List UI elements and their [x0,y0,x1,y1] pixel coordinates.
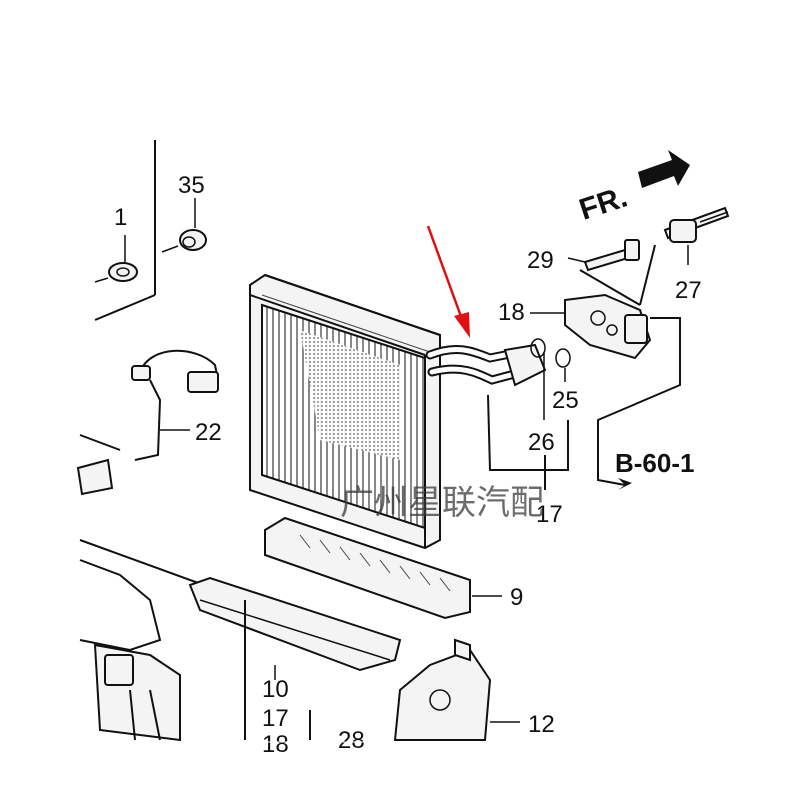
reference-b-60-1: B-60-1 [615,448,694,490]
callout-18b: 18 [262,731,289,758]
housing-lower [79,559,311,742]
callout-26: 26 [528,429,555,456]
frame-lines [79,140,246,601]
callout-25: 25 [552,387,579,414]
callout-10: 10 [262,676,289,703]
filter-cover-part-10 [188,576,402,680]
callout-27: 27 [675,277,702,304]
callout-22: 22 [195,419,222,446]
o-rings-part-25 [530,338,571,420]
red-indicator-arrow [426,225,470,338]
bolt-part-29 [567,239,641,306]
evaporator-core [249,273,441,550]
pressure-switch-part-27 [639,206,730,306]
leader-lines [487,317,681,490]
callout-28: 28 [338,727,365,754]
refrigerant-pipes [425,343,547,387]
nut-part-1 [94,235,138,283]
fr-label: FR. [575,180,631,226]
air-filter-part-9 [264,516,502,620]
callout-29: 29 [527,247,554,274]
callout-17: 17 [536,501,563,528]
grommet-part-35 [161,198,207,253]
front-direction-indicator: FR. [575,150,690,227]
callout-35: 35 [178,172,205,199]
reference-label: B-60-1 [615,448,694,478]
callout-18: 18 [498,299,525,326]
callout-17b: 17 [262,705,289,732]
callout-1: 1 [114,204,127,231]
callout-9: 9 [510,584,523,611]
watermark-text: 广州星联汽配 [340,483,544,523]
expansion-valve-part-18 [530,293,652,360]
actuator-part-12 [393,638,520,741]
sensor-harness-part-22 [76,349,219,496]
callout-12: 12 [528,711,555,738]
callout-numbers: 1 35 29 27 18 25 26 22 9 10 17 17 18 28 … [114,172,702,758]
